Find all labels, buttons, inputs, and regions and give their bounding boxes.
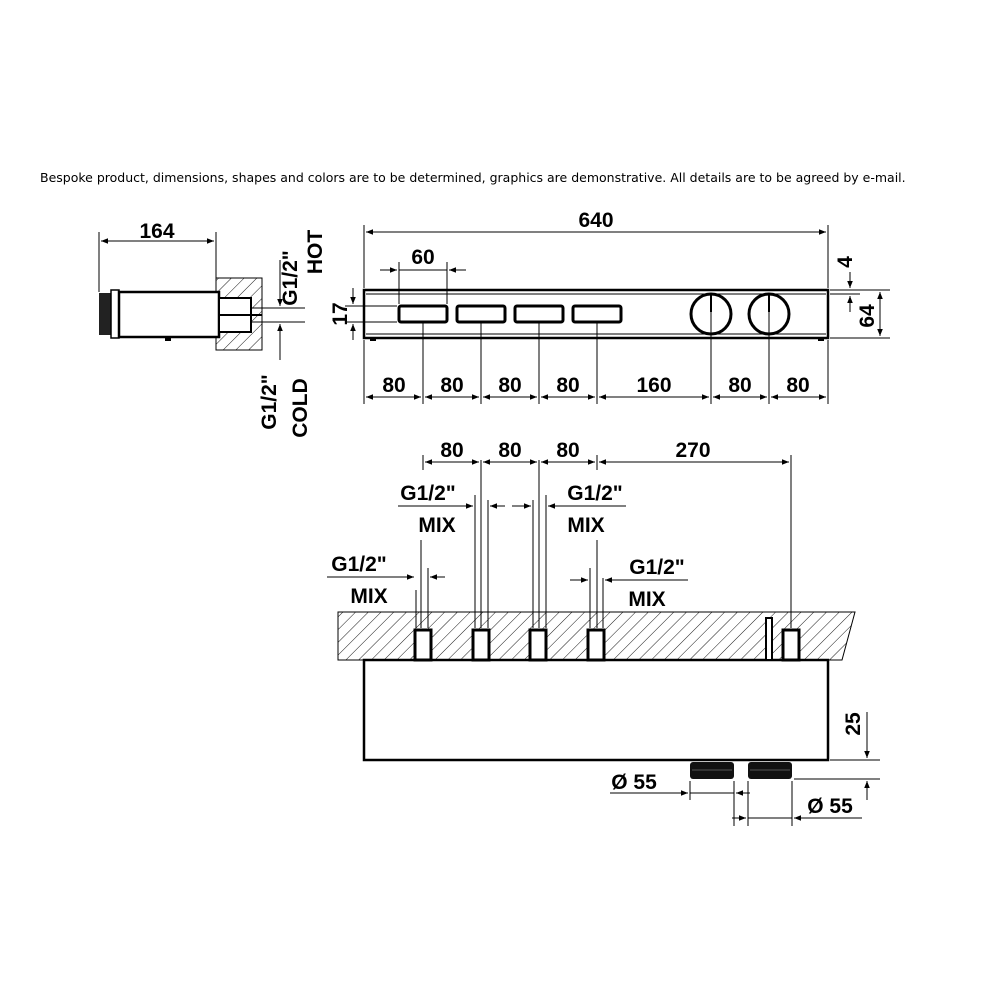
front-spacing-5: 160 bbox=[636, 374, 671, 397]
outlet-4-thread: G1/2" bbox=[629, 556, 684, 579]
outlet-2-thread: G1/2" bbox=[400, 482, 455, 505]
knob-diameter-2: Ø 55 bbox=[807, 795, 853, 818]
front-button-1 bbox=[397, 304, 449, 324]
top-view: 80 80 80 270 G1/2" MIX G1/2" MIX G1/2" M… bbox=[327, 439, 880, 826]
hot-thread-label: G1/2" bbox=[279, 250, 302, 305]
top-offset-label: 4 bbox=[834, 256, 857, 268]
cold-thread-label: G1/2" bbox=[258, 374, 281, 429]
side-view: 164 G1/2" HOT G1/2" COLD bbox=[98, 220, 327, 438]
hot-label: HOT bbox=[304, 230, 327, 275]
side-body bbox=[117, 290, 221, 339]
outlet-connectors bbox=[413, 617, 801, 662]
total-height-label: 64 bbox=[856, 304, 879, 328]
front-spacing-3: 80 bbox=[498, 374, 521, 397]
front-spacing-7: 80 bbox=[786, 374, 809, 397]
cold-label: COLD bbox=[289, 378, 312, 438]
front-spacing-dims: 80 80 80 80 160 80 80 bbox=[363, 312, 829, 404]
outlet-2-label: MIX bbox=[418, 514, 455, 537]
front-button-4 bbox=[571, 304, 623, 324]
top-body bbox=[362, 658, 830, 762]
knob-diameter-1: Ø 55 bbox=[611, 771, 657, 794]
outlet-label-2: G1/2" MIX bbox=[398, 482, 505, 537]
button-width-label: 60 bbox=[411, 246, 434, 269]
top-spacing-4: 270 bbox=[675, 439, 710, 462]
disclaimer-note: Bespoke product, dimensions, shapes and … bbox=[40, 170, 906, 185]
front-button-2 bbox=[455, 304, 507, 324]
total-width-label: 640 bbox=[578, 209, 613, 232]
front-view: 640 60 17 4 64 bbox=[329, 209, 890, 404]
outlet-3-thread: G1/2" bbox=[567, 482, 622, 505]
outlet-4-label: MIX bbox=[628, 588, 665, 611]
top-spacing-3: 80 bbox=[556, 439, 579, 462]
outlet-1-label: MIX bbox=[350, 585, 387, 608]
side-knob bbox=[99, 293, 111, 335]
outlet-label-3: G1/2" MIX bbox=[512, 482, 626, 537]
top-spacing-1: 80 bbox=[440, 439, 463, 462]
front-spacing-1: 80 bbox=[382, 374, 405, 397]
outlet-1-thread: G1/2" bbox=[331, 553, 386, 576]
front-spacing-4: 80 bbox=[556, 374, 579, 397]
outlet-label-1: G1/2" MIX bbox=[327, 553, 445, 608]
side-depth-label: 164 bbox=[139, 220, 174, 243]
projection-label: 25 bbox=[842, 712, 865, 736]
outlet-3-label: MIX bbox=[567, 514, 604, 537]
front-button-3 bbox=[513, 304, 565, 324]
front-spacing-2: 80 bbox=[440, 374, 463, 397]
top-spacing-2: 80 bbox=[498, 439, 521, 462]
front-spacing-6: 80 bbox=[728, 374, 751, 397]
outlet-label-4: G1/2" MIX bbox=[570, 556, 688, 611]
button-height-label: 17 bbox=[329, 302, 352, 325]
